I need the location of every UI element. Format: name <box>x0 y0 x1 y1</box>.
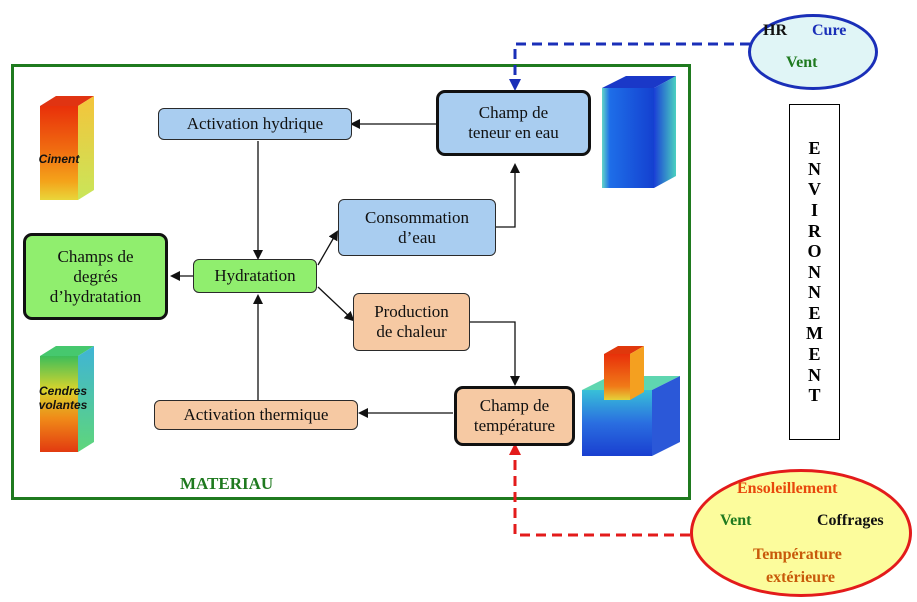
env-letter: N <box>808 261 821 282</box>
champ-teneur-line1: Champ de <box>478 103 549 122</box>
champ-temperature-box: Champ de température <box>454 386 575 446</box>
cendres-volantes-cube <box>40 346 94 452</box>
activation-thermique-label: Activation thermique <box>183 405 329 424</box>
material-frame <box>11 64 691 500</box>
activation-hydrique-box: Activation hydrique <box>158 108 352 140</box>
consommation-line1: Consommation <box>365 207 469 227</box>
cendres-label-line2: volantes <box>38 398 88 412</box>
env-letter: E <box>808 344 821 365</box>
hr-label: HR <box>763 22 787 39</box>
consommation-eau-box: Consommation d’eau <box>338 199 496 256</box>
vent-bottom-label: Vent <box>720 512 752 529</box>
env-letter: N <box>808 158 821 179</box>
vent-top-label: Vent <box>786 54 818 71</box>
ensoleillement-label: Ensoleillement <box>737 480 838 497</box>
hydratation-box: Hydratation <box>193 259 317 293</box>
water-environment-link <box>509 42 750 91</box>
env-letter: O <box>807 241 822 262</box>
env-letter: E <box>808 302 821 323</box>
champs-degres-line1: Champs de <box>57 246 134 266</box>
humidity-ellipse <box>748 14 878 90</box>
production-line2: de chaleur <box>376 322 447 341</box>
env-letter: V <box>808 179 821 200</box>
arrow-production-to-temperature <box>470 321 520 386</box>
arrow-hydratation-to-production <box>317 286 355 322</box>
env-letter: N <box>808 364 821 385</box>
production-line1: Production <box>374 302 449 321</box>
champ-temp-line2: température <box>473 416 556 435</box>
activation-hydrique-label: Activation hydrique <box>186 114 324 133</box>
arrow-consommation-to-teneur <box>496 163 520 228</box>
consommation-line2: d’eau <box>398 227 436 247</box>
hydratation-label: Hydratation <box>214 266 296 285</box>
env-letter: T <box>808 385 821 406</box>
material-label: MATERIAU <box>180 474 274 493</box>
champ-temp-line1: Champ de <box>479 396 550 415</box>
champs-degres-hydratation-box: Champs de degrés d’hydratation <box>23 233 168 320</box>
environnement-box: E N V I R O N N E M E N T <box>789 104 840 440</box>
teneur-en-eau-cube <box>602 76 676 188</box>
temperature-exterieure-line2: extérieure <box>766 569 835 586</box>
env-letter: I <box>810 199 818 220</box>
env-letter: E <box>808 138 821 159</box>
temperature-cube <box>582 346 680 456</box>
env-letter: M <box>806 323 823 344</box>
cendres-label: Cendres volantes <box>36 384 90 412</box>
env-letter: R <box>808 220 821 241</box>
coffrages-label: Coffrages <box>817 512 884 529</box>
thermal-ellipse <box>690 469 912 597</box>
champs-degres-line2: degrés <box>73 266 118 286</box>
champ-teneur-en-eau-box: Champ de teneur en eau <box>436 90 591 156</box>
champ-teneur-line2: teneur en eau <box>468 123 559 142</box>
cure-label: Cure <box>812 22 847 39</box>
production-chaleur-box: Production de chaleur <box>353 293 470 351</box>
temperature-exterieure-line1: Température <box>753 546 842 563</box>
champs-degres-line3: d’hydratation <box>49 286 142 306</box>
ciment-cube <box>40 96 94 200</box>
env-letter: N <box>808 282 821 303</box>
ciment-label: Ciment <box>38 152 80 166</box>
activation-thermique-box: Activation thermique <box>154 400 358 430</box>
arrow-hydratation-to-consommation <box>317 230 338 266</box>
cendres-label-line1: Cendres <box>38 384 88 398</box>
